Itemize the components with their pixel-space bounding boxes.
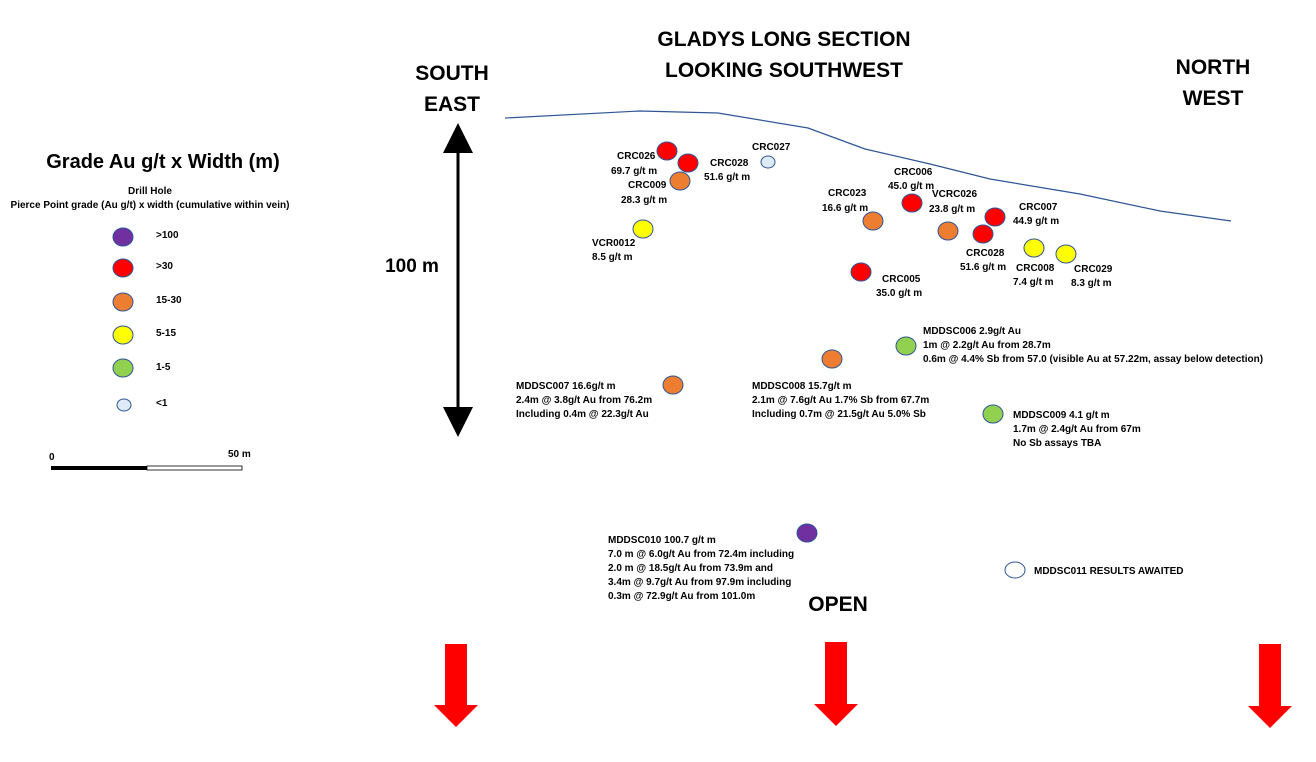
marker-crc028-a — [677, 153, 699, 173]
label-crc028-b-name: CRC028 — [966, 248, 1005, 259]
title-line-2: LOOKING SOUTHWEST — [665, 59, 903, 82]
scale-bar-black-segment — [51, 466, 147, 470]
marker-mddsc010 — [796, 523, 818, 543]
label-crc005-grade: 35.0 g/t m — [876, 288, 922, 299]
label-mddsc010-line-2: 2.0 m @ 18.5g/t Au from 73.9m and — [608, 563, 773, 574]
legend-items: >100 >30 15-30 5-15 1-5 <1 — [112, 227, 182, 412]
marker-vcrc026 — [937, 221, 959, 241]
label-crc028-a-grade: 51.6 g/t m — [704, 172, 750, 183]
label-crc006-grade: 45.0 g/t m — [888, 181, 934, 192]
label-mddsc009-line-2: No Sb assays TBA — [1013, 438, 1101, 449]
open-arrow-right — [1248, 644, 1292, 728]
legend-swatch-lt1 — [116, 398, 132, 412]
open-arrow-left — [434, 644, 478, 727]
label-crc009-grade: 28.3 g/t m — [621, 195, 667, 206]
legend-swatch-5-15 — [112, 325, 134, 345]
label-crc006-name: CRC006 — [894, 167, 933, 178]
legend-label-gt100: >100 — [156, 230, 179, 241]
marker-crc009 — [669, 171, 691, 191]
marker-crc005 — [850, 262, 872, 282]
label-mddsc008-name: MDDSC008 15.7g/t m — [752, 381, 852, 392]
label-mddsc007-name: MDDSC007 16.6g/t m — [516, 381, 616, 392]
drill-hole-markers — [632, 141, 1077, 579]
label-vcrc026-name: VCRC026 — [932, 189, 977, 200]
scale-bar-white-segment — [146, 465, 243, 471]
marker-vcr0012 — [632, 219, 654, 239]
marker-crc029 — [1055, 244, 1077, 264]
label-crc008-name: CRC008 — [1016, 263, 1055, 274]
label-crc008-grade: 7.4 g/t m — [1013, 277, 1054, 288]
label-crc028-b-grade: 51.6 g/t m — [960, 262, 1006, 273]
label-mddsc011-name: MDDSC011 RESULTS AWAITED — [1034, 566, 1183, 577]
scale-bar-end-label: 50 m — [228, 449, 251, 460]
legend-swatch-gt100 — [112, 227, 134, 247]
marker-crc026 — [656, 141, 678, 161]
direction-west: WEST — [1183, 87, 1244, 110]
label-mddsc006-name: MDDSC006 2.9g/t Au — [923, 326, 1021, 337]
marker-crc008 — [1023, 238, 1045, 258]
direction-south: SOUTH — [415, 62, 489, 85]
label-mddsc007-line-2: Including 0.4m @ 22.3g/t Au — [516, 409, 649, 420]
marker-mddsc011 — [1004, 561, 1026, 579]
label-crc027-name: CRC027 — [752, 142, 791, 153]
marker-crc028-b — [972, 224, 994, 244]
legend-subtitle-drill-hole: Drill Hole — [128, 186, 172, 197]
legend-label-lt1: <1 — [156, 398, 168, 409]
label-mddsc009-line-1: 1.7m @ 2.4g/t Au from 67m — [1013, 424, 1141, 435]
legend-label-gt30: >30 — [156, 261, 173, 272]
marker-mddsc008 — [821, 349, 843, 369]
label-crc026-grade: 69.7 g/t m — [611, 166, 657, 177]
vertical-scale-label: 100 m — [385, 256, 439, 277]
label-mddsc006-line-1: 1m @ 2.2g/t Au from 28.7m — [923, 340, 1051, 351]
label-crc028-a-name: CRC028 — [710, 158, 749, 169]
legend-subtitle-pierce-point: Pierce Point grade (Au g/t) x width (cum… — [11, 200, 290, 211]
title-line-1: GLADYS LONG SECTION — [657, 28, 910, 51]
marker-crc027 — [760, 155, 776, 169]
label-mddsc010-line-4: 0.3m @ 72.9g/t Au from 101.0m — [608, 591, 755, 602]
open-arrow-center — [814, 642, 858, 726]
legend-label-15-30: 15-30 — [156, 295, 182, 306]
label-crc023-name: CRC023 — [828, 188, 867, 199]
label-mddsc009-name: MDDSC009 4.1 g/t m — [1013, 410, 1110, 421]
label-crc023-grade: 16.6 g/t m — [822, 203, 868, 214]
label-mddsc010-name: MDDSC010 100.7 g/t m — [608, 535, 716, 546]
marker-crc007 — [984, 207, 1006, 227]
open-label: OPEN — [808, 593, 868, 616]
legend-swatch-1-5 — [112, 358, 134, 378]
marker-crc023 — [862, 211, 884, 231]
surface-profile-line — [504, 110, 1232, 222]
label-crc026-name: CRC026 — [617, 151, 656, 162]
scale-bar: 0 50 m — [49, 449, 251, 471]
label-crc005-name: CRC005 — [882, 274, 921, 285]
label-mddsc008-line-1: 2.1m @ 7.6g/t Au 1.7% Sb from 67.7m — [752, 395, 929, 406]
label-crc007-name: CRC007 — [1019, 202, 1058, 213]
label-mddsc008-line-2: Including 0.7m @ 21.5g/t Au 5.0% Sb — [752, 409, 926, 420]
label-crc009-name: CRC009 — [628, 180, 667, 191]
label-crc007-grade: 44.9 g/t m — [1013, 216, 1059, 227]
legend-title: Grade Au g/t x Width (m) — [46, 151, 280, 173]
scale-bar-start-label: 0 — [49, 452, 55, 463]
label-mddsc007-line-1: 2.4m @ 3.8g/t Au from 76.2m — [516, 395, 652, 406]
label-mddsc006-line-2: 0.6m @ 4.4% Sb from 57.0 (visible Au at … — [923, 354, 1263, 365]
label-crc029-grade: 8.3 g/t m — [1071, 278, 1112, 289]
legend-label-1-5: 1-5 — [156, 362, 171, 373]
label-vcr0012-grade: 8.5 g/t m — [592, 252, 633, 263]
legend-swatch-gt30 — [112, 258, 134, 278]
label-mddsc010-line-3: 3.4m @ 9.7g/t Au from 97.9m including — [608, 577, 791, 588]
drill-hole-labels: CRC026 69.7 g/t m CRC028 51.6 g/t m CRC0… — [516, 142, 1263, 602]
direction-north: NORTH — [1176, 56, 1251, 79]
direction-east: EAST — [424, 93, 480, 116]
label-crc029-name: CRC029 — [1074, 264, 1113, 275]
legend-swatch-15-30 — [112, 292, 134, 312]
label-mddsc010-line-1: 7.0 m @ 6.0g/t Au from 72.4m including — [608, 549, 794, 560]
label-vcr0012-name: VCR0012 — [592, 238, 636, 249]
marker-mddsc007 — [662, 375, 684, 395]
marker-mddsc009 — [982, 404, 1004, 424]
marker-crc006 — [901, 193, 923, 213]
marker-mddsc006 — [895, 336, 917, 356]
label-vcrc026-grade: 23.8 g/t m — [929, 204, 975, 215]
legend-label-5-15: 5-15 — [156, 328, 176, 339]
